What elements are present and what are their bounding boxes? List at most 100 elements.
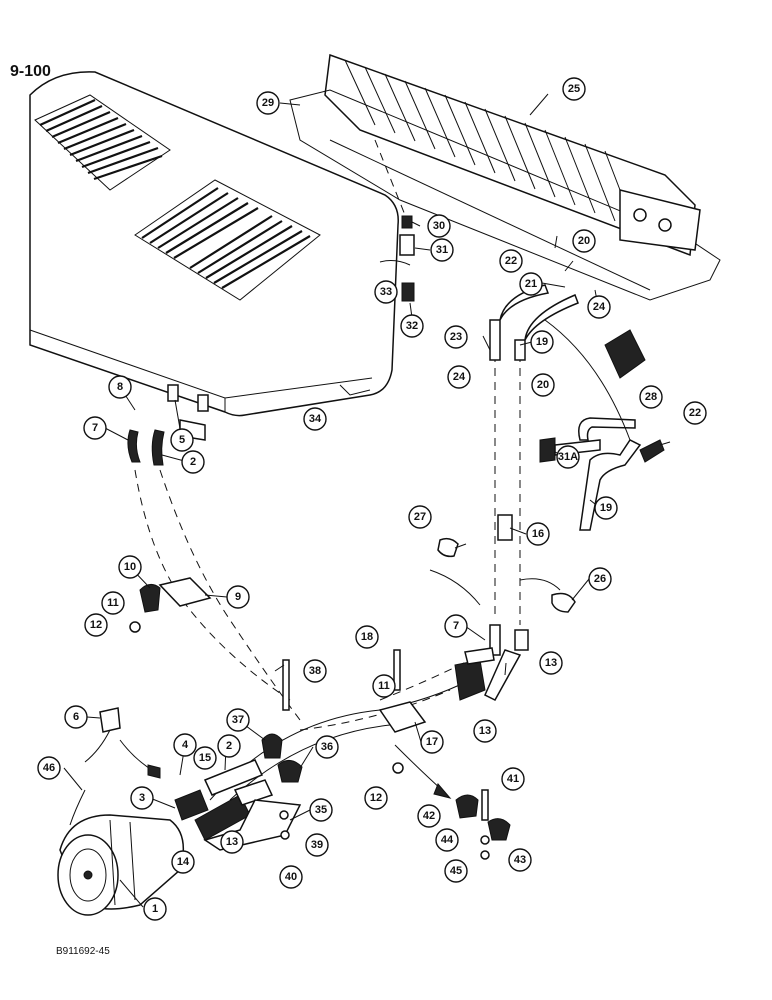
callout-19: 19 [594, 496, 618, 520]
svg-text:20: 20 [537, 379, 549, 391]
svg-text:6: 6 [73, 711, 79, 723]
callout-12: 12 [364, 786, 388, 810]
callout-38: 38 [303, 659, 327, 683]
svg-text:30: 30 [433, 220, 445, 232]
svg-text:33: 33 [380, 286, 392, 298]
page-number: 9-100 [10, 63, 51, 80]
callout-33: 33 [374, 280, 398, 304]
callout-31a: 31A [556, 445, 580, 469]
callout-39: 39 [305, 833, 329, 857]
clamp-blocks [129, 577, 489, 821]
svg-text:26: 26 [594, 573, 606, 585]
svg-text:24: 24 [593, 301, 606, 313]
callout-7: 7 [444, 614, 468, 638]
callout-32: 32 [400, 314, 424, 338]
callout-43: 43 [508, 848, 532, 872]
svg-text:3: 3 [139, 792, 145, 804]
svg-text:13: 13 [226, 836, 238, 848]
insulation-block [604, 329, 646, 379]
svg-text:7: 7 [453, 620, 459, 632]
callout-26: 26 [588, 567, 612, 591]
callout-18: 18 [355, 625, 379, 649]
svg-text:12: 12 [370, 792, 382, 804]
louver-panel-right [134, 179, 321, 301]
callout-14: 14 [171, 850, 195, 874]
condenser-coil [289, 53, 721, 301]
callout-22: 22 [499, 249, 523, 273]
svg-text:41: 41 [507, 773, 519, 785]
callout-2: 2 [181, 450, 205, 474]
callout-11: 11 [101, 591, 125, 615]
callout-4: 4 [173, 733, 197, 757]
callout-12: 12 [84, 613, 108, 637]
svg-text:1: 1 [152, 903, 158, 915]
svg-text:2: 2 [226, 740, 232, 752]
callout-17: 17 [420, 730, 444, 754]
callout-25: 25 [562, 77, 586, 101]
callout-42: 42 [417, 804, 441, 828]
svg-text:27: 27 [414, 511, 426, 523]
ac-unit-housing [29, 71, 399, 441]
svg-text:16: 16 [532, 528, 544, 540]
callout-24: 24 [587, 295, 611, 319]
svg-text:34: 34 [309, 413, 322, 425]
callout-10: 10 [118, 555, 142, 579]
svg-text:13: 13 [479, 725, 491, 737]
callout-44: 44 [435, 828, 459, 852]
svg-text:45: 45 [450, 865, 462, 877]
svg-text:17: 17 [426, 736, 438, 748]
svg-text:13: 13 [545, 657, 557, 669]
svg-text:8: 8 [117, 381, 123, 393]
callout-13: 13 [539, 651, 563, 675]
callout-36: 36 [315, 735, 339, 759]
svg-text:35: 35 [315, 804, 327, 816]
callout-16: 16 [526, 522, 550, 546]
callout-15: 15 [193, 746, 217, 770]
svg-text:46: 46 [43, 762, 55, 774]
callout-24: 24 [447, 365, 471, 389]
callout-1: 1 [143, 897, 167, 921]
svg-text:5: 5 [179, 434, 185, 446]
svg-text:21: 21 [525, 278, 537, 290]
hose-runs [127, 284, 665, 801]
callout-2: 2 [217, 734, 241, 758]
callout-41: 41 [501, 767, 525, 791]
callout-3: 3 [130, 786, 154, 810]
svg-text:19: 19 [536, 336, 548, 348]
callout-23: 23 [444, 325, 468, 349]
callout-45: 45 [444, 859, 468, 883]
callout-21: 21 [519, 272, 543, 296]
louver-panel-left [34, 94, 171, 191]
svg-text:40: 40 [285, 871, 297, 883]
callout-28: 28 [639, 385, 663, 409]
svg-text:14: 14 [177, 856, 190, 868]
svg-text:36: 36 [321, 741, 333, 753]
svg-text:39: 39 [311, 839, 323, 851]
svg-text:19: 19 [600, 502, 612, 514]
svg-text:20: 20 [578, 235, 590, 247]
svg-text:43: 43 [514, 854, 526, 866]
callout-20: 20 [572, 229, 596, 253]
svg-text:22: 22 [689, 407, 701, 419]
coil-fins [344, 59, 636, 230]
svg-text:18: 18 [361, 631, 373, 643]
svg-text:38: 38 [309, 665, 321, 677]
svg-text:10: 10 [124, 561, 136, 573]
compressor [57, 814, 185, 916]
svg-text:31A: 31A [558, 451, 578, 463]
svg-text:12: 12 [90, 619, 102, 631]
callout-19: 19 [530, 330, 554, 354]
callout-40: 40 [279, 865, 303, 889]
svg-text:25: 25 [568, 83, 580, 95]
callout-30: 30 [427, 214, 451, 238]
callout-34: 34 [303, 407, 327, 431]
callout-13: 13 [473, 719, 497, 743]
svg-text:44: 44 [441, 834, 454, 846]
svg-text:24: 24 [453, 371, 466, 383]
svg-text:32: 32 [406, 320, 418, 332]
callout-31: 31 [430, 238, 454, 262]
callout-5: 5 [170, 428, 194, 452]
svg-text:7: 7 [92, 422, 98, 434]
callout-20: 20 [531, 373, 555, 397]
svg-text:28: 28 [645, 391, 657, 403]
